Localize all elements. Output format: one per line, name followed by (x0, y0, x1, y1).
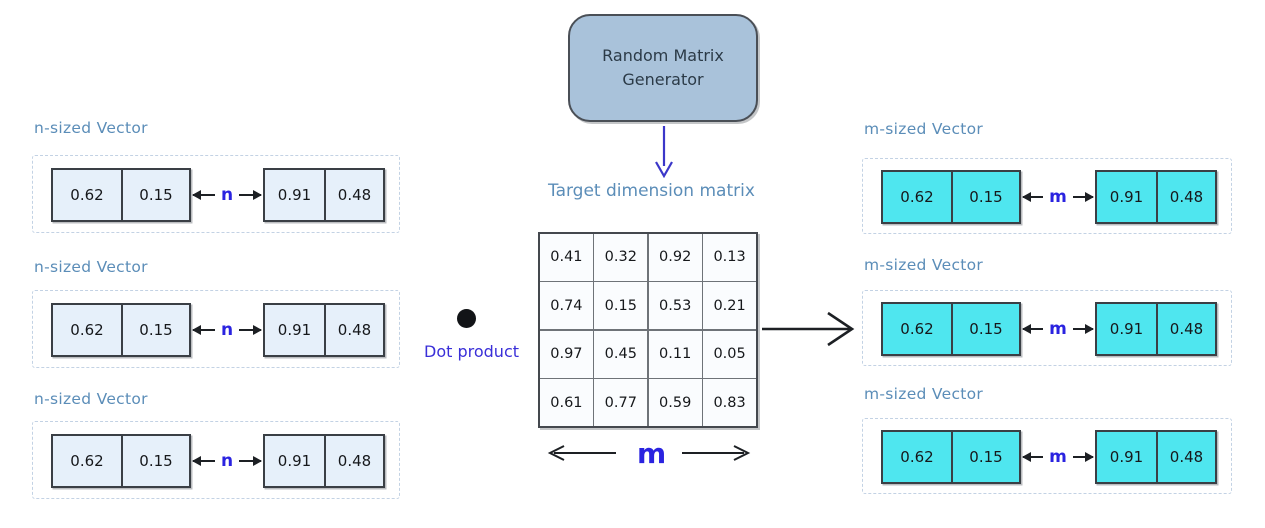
input-vector-right[interactable]: 0.91 0.48 (263, 434, 385, 488)
vector-cell: 0.48 (324, 305, 383, 355)
arrow-right-icon (239, 325, 262, 335)
vector-cell: 0.62 (883, 432, 951, 482)
arrow-left-icon (1021, 324, 1044, 334)
arrow-right-icon (239, 190, 262, 200)
output-group-label: m-sized Vector (864, 385, 984, 403)
random-matrix-generator-box[interactable]: Random Matrix Generator (568, 14, 758, 122)
input-dimension-connector: n (192, 319, 262, 341)
matrix-cell: 0.21 (703, 282, 756, 330)
dimension-letter: n (220, 319, 234, 340)
output-vector-right[interactable]: 0.91 0.48 (1095, 170, 1217, 224)
vector-cell: 0.91 (1097, 172, 1156, 222)
vector-cell: 0.91 (1097, 432, 1156, 482)
input-vector-left[interactable]: 0.62 0.15 (51, 303, 191, 357)
vector-cell: 0.62 (53, 170, 121, 220)
matrix-cell: 0.45 (594, 330, 648, 378)
vector-cell: 0.91 (265, 436, 324, 486)
arrow-left-icon (192, 456, 215, 466)
output-vector-group: 0.62 0.15 m 0.91 0.48 (862, 290, 1232, 366)
output-dimension-connector: m (1021, 318, 1095, 340)
arrow-right-icon (762, 305, 862, 353)
vector-cell: 0.15 (951, 172, 1019, 222)
dot-product-label: Dot product (424, 342, 520, 361)
output-group-label: m-sized Vector (864, 120, 984, 138)
matrix-cell: 0.74 (540, 282, 593, 330)
dimension-letter: n (220, 450, 234, 471)
matrix-cell: 0.41 (540, 234, 593, 281)
filled-circle-icon (457, 309, 476, 328)
input-group-label: n-sized Vector (34, 258, 148, 276)
output-vector-right[interactable]: 0.91 0.48 (1095, 302, 1217, 356)
vector-cell: 0.91 (265, 170, 324, 220)
vector-cell: 0.48 (324, 170, 383, 220)
dimension-letter: m (1049, 186, 1067, 207)
vector-cell: 0.91 (1097, 304, 1156, 354)
dimension-letter: n (220, 184, 234, 205)
output-vector-group: 0.62 0.15 m 0.91 0.48 (862, 418, 1232, 494)
output-group-label: m-sized Vector (864, 256, 984, 274)
output-dimension-connector: m (1021, 186, 1095, 208)
vector-cell: 0.15 (121, 436, 189, 486)
input-group-label: n-sized Vector (34, 390, 148, 408)
matrix-cell: 0.97 (540, 330, 593, 378)
arrow-left-icon (1021, 192, 1044, 202)
output-dimension-connector: m (1021, 446, 1095, 468)
matrix-cell: 0.11 (648, 330, 702, 378)
input-vector-group: 0.62 0.15 n 0.91 0.48 (32, 290, 400, 368)
arrow-left-icon (192, 190, 215, 200)
input-vector-group: 0.62 0.15 n 0.91 0.48 (32, 421, 400, 499)
vector-cell: 0.48 (324, 436, 383, 486)
output-vector-left[interactable]: 0.62 0.15 (881, 430, 1021, 484)
arrow-down-icon (648, 126, 680, 179)
dimension-letter: m (1049, 446, 1067, 467)
arrow-right-icon (1072, 192, 1095, 202)
arrow-right-icon (239, 456, 262, 466)
vector-cell: 0.48 (1156, 432, 1215, 482)
generator-title-line1: Random Matrix (602, 46, 724, 65)
vector-cell: 0.48 (1156, 172, 1215, 222)
vector-cell: 0.62 (883, 304, 951, 354)
input-vector-left[interactable]: 0.62 0.15 (51, 168, 191, 222)
input-dimension-connector: n (192, 184, 262, 206)
output-vector-right[interactable]: 0.91 0.48 (1095, 430, 1217, 484)
arrow-left-icon (1021, 452, 1044, 462)
output-vector-left[interactable]: 0.62 0.15 (881, 302, 1021, 356)
vector-cell: 0.62 (883, 172, 951, 222)
matrix-cell: 0.61 (540, 379, 593, 426)
matrix-cell: 0.53 (648, 282, 702, 330)
input-vector-group: 0.62 0.15 n 0.91 0.48 (32, 155, 400, 233)
arrow-left-icon (192, 325, 215, 335)
vector-cell: 0.15 (951, 304, 1019, 354)
arrow-right-icon (1072, 324, 1095, 334)
generator-title-line2: Generator (622, 70, 704, 89)
dimension-letter: m (1049, 318, 1067, 339)
target-dimension-matrix[interactable]: 0.41 0.32 0.92 0.13 0.74 0.15 0.53 0.21 … (538, 232, 758, 428)
input-group-label: n-sized Vector (34, 119, 148, 137)
matrix-cell: 0.83 (703, 379, 756, 426)
matrix-cell: 0.13 (703, 234, 756, 281)
matrix-cell: 0.32 (594, 234, 648, 281)
matrix-cell: 0.92 (648, 234, 702, 281)
input-dimension-connector: n (192, 450, 262, 472)
input-vector-left[interactable]: 0.62 0.15 (51, 434, 191, 488)
matrix-bottom-dimension: m (534, 437, 764, 470)
matrix-cell: 0.05 (703, 330, 756, 378)
vector-cell: 0.15 (121, 305, 189, 355)
matrix-cell: 0.77 (594, 379, 648, 426)
vector-cell: 0.15 (951, 432, 1019, 482)
vector-cell: 0.15 (121, 170, 189, 220)
output-vector-group: 0.62 0.15 m 0.91 0.48 (862, 158, 1232, 234)
vector-cell: 0.91 (265, 305, 324, 355)
matrix-dimension-letter: m (637, 437, 667, 470)
vector-cell: 0.48 (1156, 304, 1215, 354)
input-vector-right[interactable]: 0.91 0.48 (263, 168, 385, 222)
output-vector-left[interactable]: 0.62 0.15 (881, 170, 1021, 224)
vector-cell: 0.62 (53, 436, 121, 486)
matrix-title: Target dimension matrix (548, 181, 755, 201)
matrix-cell: 0.15 (594, 282, 648, 330)
matrix-cell: 0.59 (648, 379, 702, 426)
vector-cell: 0.62 (53, 305, 121, 355)
arrow-right-icon (1072, 452, 1095, 462)
input-vector-right[interactable]: 0.91 0.48 (263, 303, 385, 357)
